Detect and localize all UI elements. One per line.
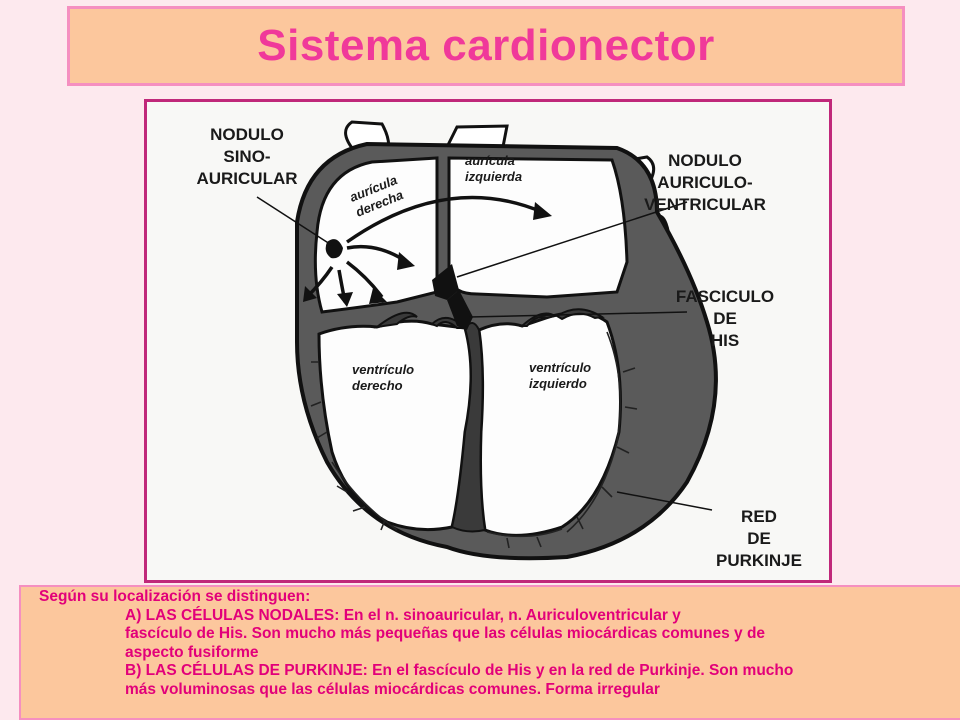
heart-conduction-diagram: NODULO SINO- AURICULAR NODULO AURICULO- …	[147, 102, 829, 580]
svg-text:izquierda: izquierda	[465, 169, 522, 184]
svg-text:DE: DE	[713, 309, 737, 328]
svg-text:NODULO: NODULO	[668, 151, 742, 170]
label-red-purkinje: RED DE PURKINJE	[716, 507, 802, 570]
svg-text:DE: DE	[747, 529, 771, 548]
svg-text:AURICULAR: AURICULAR	[196, 169, 297, 188]
svg-text:FASCICULO: FASCICULO	[676, 287, 774, 306]
svg-text:HIS: HIS	[711, 331, 739, 350]
title-banner: Sistema cardionector	[67, 6, 905, 86]
svg-text:NODULO: NODULO	[210, 125, 284, 144]
svg-text:derecho: derecho	[352, 378, 403, 393]
leader-lines	[256, 196, 713, 511]
page-title: Sistema cardionector	[257, 21, 715, 70]
svg-text:AURICULO-: AURICULO-	[657, 173, 752, 192]
svg-text:VENTRICULAR: VENTRICULAR	[644, 195, 766, 214]
svg-text:aurícula: aurícula	[465, 153, 515, 168]
item-b-line-1: B) LAS CÉLULAS DE PURKINJE: En el fascíc…	[125, 662, 794, 679]
label-fasciculo-his: FASCICULO DE HIS	[676, 287, 774, 350]
svg-text:izquierdo: izquierdo	[529, 376, 587, 391]
label-ventriculo-derecho: ventrículo derecho	[352, 362, 414, 393]
label-ventriculo-izquierdo: ventrículo izquierdo	[529, 360, 591, 391]
bundle-of-his	[447, 290, 473, 330]
description-box: Según su localización se distinguen: A) …	[19, 585, 960, 720]
right-atrium	[313, 156, 439, 314]
description-intro: Según su localización se distinguen:	[39, 588, 311, 605]
svg-text:RED: RED	[741, 507, 777, 526]
svg-text:ventrículo: ventrículo	[352, 362, 414, 377]
label-nodulo-sino: NODULO SINO- AURICULAR	[196, 125, 297, 188]
valves	[373, 308, 605, 329]
svg-text:SINO-: SINO-	[223, 147, 270, 166]
heart-diagram-frame: NODULO SINO- AURICULAR NODULO AURICULO- …	[144, 99, 832, 583]
heart-chambers	[313, 156, 629, 537]
item-a-line-1: A) LAS CÉLULAS NODALES: En el n. sinoaur…	[125, 606, 681, 624]
item-a-line-2: fascículo de His. Son mucho más pequeñas…	[125, 625, 766, 642]
interventricular-septum	[450, 322, 487, 533]
svg-text:PURKINJE: PURKINJE	[716, 551, 802, 570]
item-b-line-2: más voluminosas que las células miocárdi…	[125, 680, 660, 698]
arrowheads	[303, 202, 552, 307]
atrioventricular-node	[432, 264, 459, 300]
purkinje-network	[310, 331, 638, 549]
label-auricula-izquierda: aurícula izquierda	[465, 153, 522, 184]
svg-text:ventrículo: ventrículo	[529, 360, 591, 375]
label-nodulo-av: NODULO AURICULO- VENTRICULAR	[644, 151, 766, 214]
item-a-line-3: aspecto fusiforme	[125, 643, 259, 661]
